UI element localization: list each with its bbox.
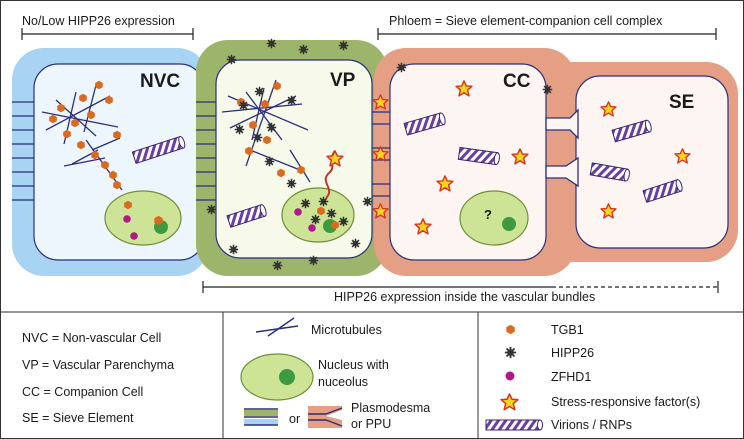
legend-virions: Virions / RNPs <box>485 418 632 432</box>
cc-nucleus: ? <box>459 190 529 246</box>
vp-cell: VP <box>196 38 388 276</box>
nucleus-icon <box>240 353 314 401</box>
cc-virion-2 <box>457 146 500 166</box>
legend-abbrev-se: SE = Sieve Element <box>22 411 134 425</box>
se-cell-interior <box>575 75 729 249</box>
nvc-plasmodesmata <box>12 101 34 201</box>
microtubule-icon <box>255 317 299 337</box>
legend-or-label: or <box>289 412 300 426</box>
legend-nucleus-label-line2: nuceolus <box>318 375 368 389</box>
legend-nucleus-label-line1: Nucleus with <box>318 358 389 372</box>
legend-zfhd1: ZFHD1 <box>505 370 591 384</box>
vp-nucleus <box>281 187 355 243</box>
no-low-expression-label: No/Low HIPP26 expression <box>22 14 175 28</box>
nvc-cell-label: NVC <box>140 71 180 92</box>
se-virion-2 <box>589 162 630 182</box>
phloem-bracket: Phloem = Sieve element-companion cell co… <box>377 14 717 40</box>
legend-plasmodesma-label-line2: or PPU <box>351 417 391 431</box>
legend-nucleus: Nucleus with nuceolus <box>240 353 389 401</box>
vascular-expression-bracket: HIPP26 expression inside the vascular bu… <box>202 281 719 304</box>
legend-zfhd1-label: ZFHD1 <box>551 370 591 384</box>
no-low-expression-bracket: No/Low HIPP26 expression <box>21 14 194 40</box>
vp-virion <box>226 204 267 228</box>
se-cell: SE <box>545 75 729 249</box>
legend-abbrev-cc: CC = Companion Cell <box>22 385 143 399</box>
cc-se-ppu-connections <box>545 108 579 188</box>
vp-plasmodesmata <box>196 101 216 201</box>
vascular-expression-label: HIPP26 expression inside the vascular bu… <box>334 290 595 304</box>
legend-hipp26-label: HIPP26 <box>551 346 594 360</box>
se-cell-label: SE <box>669 92 694 113</box>
legend-hipp26: HIPP26 <box>504 346 594 360</box>
ppu-icon <box>308 406 343 428</box>
legend-virions-label: Virions / RNPs <box>551 418 632 432</box>
legend-structures: Microtubules Nucleus with nuceolus or <box>240 317 430 431</box>
phloem-label: Phloem = Sieve element-companion cell co… <box>389 14 663 28</box>
legend-tgb1-label: TGB1 <box>551 323 584 337</box>
legend-tgb1: TGB1 <box>506 323 584 337</box>
legend-microtubules-label: Microtubules <box>311 323 382 337</box>
plasmodesma-icon <box>244 408 278 426</box>
vp-cell-label: VP <box>330 70 356 91</box>
zfhd1-icon <box>505 371 515 381</box>
cc-cell-label: CC <box>503 71 531 92</box>
vp-cc-connections <box>372 111 390 197</box>
legend-abbreviations: NVC = Non-vascular Cell VP = Vascular Pa… <box>22 331 174 425</box>
se-virion-3 <box>642 179 683 203</box>
nvc-cell: NVC <box>12 48 209 276</box>
tgb1-icon <box>506 324 515 335</box>
legend-molecules: TGB1 HIPP26 ZFHD1 Stress-responsive fact… <box>485 323 700 432</box>
legend-abbrev-nvc: NVC = Non-vascular Cell <box>22 331 161 345</box>
cc-nucleus-question-mark: ? <box>484 207 492 222</box>
vp-stress-arrow <box>324 150 344 199</box>
cc-virion-1 <box>403 112 446 136</box>
legend-plasmodesma: or Plasmodesma or PPU <box>244 401 430 431</box>
legend-plasmodesma-label-line1: Plasmodesma <box>351 401 430 415</box>
legend-microtubules: Microtubules <box>255 317 382 337</box>
legend-stress: Stress-responsive factor(s) <box>500 393 700 411</box>
nvc-nucleus <box>104 190 182 246</box>
nvc-virion <box>131 135 186 165</box>
legend-abbrev-vp: VP = Vascular Parenchyma <box>22 358 174 372</box>
legend-stress-label: Stress-responsive factor(s) <box>551 395 700 409</box>
stress-factor-icon <box>500 393 519 411</box>
se-virion-1 <box>611 119 652 143</box>
hipp26-icon <box>504 346 517 359</box>
virion-icon <box>485 419 543 431</box>
